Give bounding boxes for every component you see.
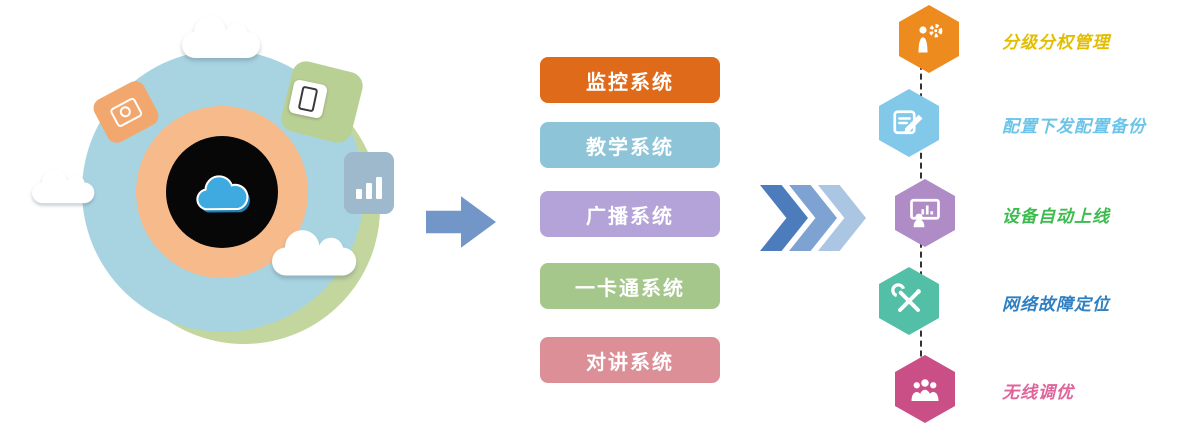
cloud-shape [182,14,260,58]
right-arrow-icon [426,196,496,248]
feature-label-config: 配置下发配置备份 [1002,117,1146,137]
phone-glyph [297,85,319,113]
cloud-shape [32,168,95,204]
feature-hex-wireless [895,355,955,423]
system-item-broadcast: 广播系统 [540,191,720,237]
cloud-shape [272,228,357,276]
system-item-onecard: 一卡通系统 [540,263,720,309]
feature-hex-online [895,179,955,247]
system-item-monitoring: 监控系统 [540,57,720,103]
feature-hex-management [899,5,959,73]
pencil-note-icon [893,110,923,135]
cloud-icon [196,175,250,213]
presentation-chart-icon [910,198,940,228]
system-item-teaching: 教学系统 [540,122,720,168]
feature-hex-fault [879,267,939,335]
camera-glyph [108,96,144,128]
center-disc [166,136,278,248]
feature-label-fault: 网络故障定位 [1002,295,1110,315]
gear-person-icon [918,24,943,53]
bars-glyph [354,177,384,203]
bar-chart-icon [344,152,394,214]
system-item-intercom: 对讲系统 [540,337,720,383]
phone-icon [287,78,329,120]
feature-hex-config [879,89,939,157]
feature-label-management: 分级分权管理 [1002,33,1110,53]
feature-label-wireless: 无线调优 [1002,383,1074,403]
feature-label-online: 设备自动上线 [1002,207,1110,227]
people-group-icon [911,379,939,401]
crossed-tools-icon [891,283,921,312]
